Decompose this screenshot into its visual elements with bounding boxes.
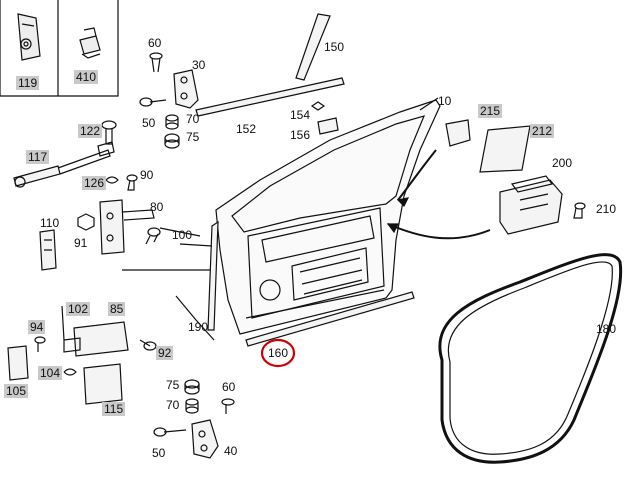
part-label-70a[interactable]: 70 (186, 112, 200, 126)
bolt-50a-icon (139, 97, 167, 107)
part-label-40[interactable]: 40 (224, 444, 238, 458)
panel-215-icon (445, 119, 471, 147)
part-label-80[interactable]: 80 (150, 200, 164, 214)
part-label-150[interactable]: 150 (324, 40, 345, 54)
clip-410-icon (79, 27, 101, 59)
part-label-115[interactable]: 115 (102, 402, 126, 416)
part-label-200[interactable]: 200 (552, 156, 573, 170)
part-label-212[interactable]: 212 (530, 124, 555, 138)
clip-126-icon (105, 176, 119, 184)
seal-190-icon (207, 220, 219, 331)
bolt-50b-icon (153, 427, 187, 437)
part-label-50b[interactable]: 50 (152, 446, 166, 460)
part-label-126[interactable]: 126 (82, 176, 107, 190)
part-label-30[interactable]: 30 (192, 58, 206, 72)
cap-105-icon (7, 345, 29, 381)
bushing-70b-icon (185, 398, 199, 414)
part-label-156[interactable]: 156 (290, 128, 311, 142)
bolt-94-icon (34, 336, 46, 352)
bracket-156-icon (317, 117, 339, 135)
seal-strip-160-icon (245, 291, 415, 347)
part-label-94[interactable]: 94 (28, 320, 46, 334)
bolt-100-icon (145, 227, 161, 245)
clip-119-icon (17, 13, 41, 61)
screw-90-icon (126, 174, 138, 191)
part-label-117[interactable]: 117 (26, 150, 50, 164)
part-label-60a[interactable]: 60 (148, 36, 162, 50)
part-label-210[interactable]: 210 (596, 202, 617, 216)
part-label-180[interactable]: 180 (596, 322, 617, 336)
part-label-91[interactable]: 91 (74, 236, 88, 250)
lower-hinge-40-icon (191, 419, 219, 459)
clip-154-icon (310, 101, 326, 111)
part-label-100[interactable]: 100 (172, 228, 193, 242)
part-label-122[interactable]: 122 (78, 124, 103, 138)
part-label-60b[interactable]: 60 (222, 380, 236, 394)
bolt-122-icon (101, 120, 117, 145)
door-check-80-icon (99, 199, 155, 255)
part-label-190[interactable]: 190 (188, 320, 209, 334)
window-channel-150-icon (295, 13, 331, 81)
part-label-104[interactable]: 104 (38, 366, 63, 380)
part-label-85[interactable]: 85 (108, 302, 126, 316)
nut-75a-icon (164, 133, 180, 149)
arrow-from-unit-icon (387, 223, 491, 240)
nut-75b-icon (184, 379, 200, 395)
part-label-70b[interactable]: 70 (166, 398, 180, 412)
door-shell-10-icon (215, 99, 441, 335)
clip-104-icon (63, 368, 77, 376)
part-label-110[interactable]: 110 (40, 216, 60, 230)
switch-110-icon (39, 229, 57, 271)
gas-strut-117-icon (13, 141, 115, 188)
bushing-70a-icon (165, 114, 179, 130)
part-label-152[interactable]: 152 (236, 122, 257, 136)
upper-hinge-30-icon (173, 69, 199, 109)
seal-152-icon (195, 77, 345, 117)
part-label-105[interactable]: 105 (4, 384, 29, 398)
handle-85-icon (63, 321, 129, 357)
part-label-75a[interactable]: 75 (186, 130, 200, 144)
part-label-92[interactable]: 92 (156, 346, 174, 360)
part-label-119[interactable]: 119 (16, 76, 40, 90)
part-label-90[interactable]: 90 (140, 168, 154, 182)
panel-212-icon (479, 125, 531, 173)
bolt-92-icon (139, 339, 157, 351)
part-label-160[interactable]: 160 (268, 346, 289, 360)
bolt-60b-icon (221, 398, 235, 414)
screw-210-icon (573, 202, 586, 219)
cover-115-icon (83, 363, 123, 405)
highlight-ring-160 (260, 338, 296, 368)
rod-102-icon (61, 305, 65, 341)
weather-seal-180-icon (438, 253, 623, 464)
arrow-to-door-icon (397, 149, 437, 201)
part-label-102[interactable]: 102 (66, 302, 91, 316)
part-label-10[interactable]: 10 (438, 94, 452, 108)
bolt-60a-icon (149, 52, 163, 73)
inset-frame (0, 0, 119, 97)
nut-91-icon (77, 213, 95, 231)
part-label-154[interactable]: 154 (290, 108, 311, 122)
part-label-50a[interactable]: 50 (142, 116, 156, 130)
part-label-75b[interactable]: 75 (166, 378, 180, 392)
control-unit-200-icon (499, 175, 563, 235)
part-label-410[interactable]: 410 (74, 70, 99, 84)
part-label-215[interactable]: 215 (478, 104, 503, 118)
